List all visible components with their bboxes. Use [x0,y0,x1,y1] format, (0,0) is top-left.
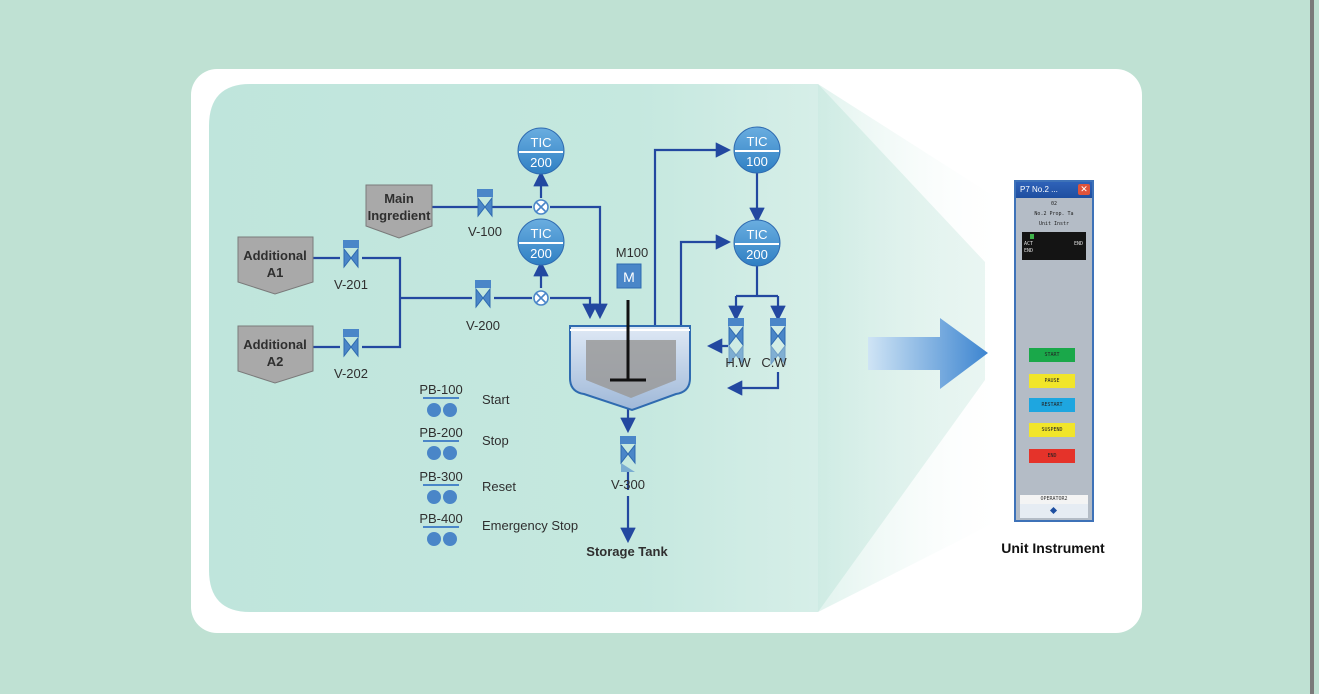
controller-value: 200 [530,246,552,261]
valve-label: V-300 [611,477,645,492]
source-additional-a1: Additional A1 [237,236,314,295]
pushbutton-pb100: PB-100 Start [419,382,510,417]
unit-number: 02 [1050,201,1058,207]
motor-m100: M M100 [616,245,649,289]
unit-instrument-window: P7 No.2 ... ✕ 02 No.2 Prop. Ta Unit Inst… [1014,180,1094,522]
valve-label: H.W [725,355,751,370]
window-title-bar: P7 No.2 ... ✕ [1016,182,1092,198]
unit-instrument-caption: Unit Instrument [1001,540,1105,556]
right-border [1310,0,1314,694]
source-label-line2: A2 [267,354,284,369]
pushbutton-tag: PB-300 [419,469,462,484]
window-title: P7 No.2 ... [1020,185,1058,194]
controller-tic200-right: TIC 200 [733,219,781,267]
source-main-ingredient: Main Ingredient [365,184,433,239]
end-button[interactable]: END [1029,449,1075,463]
storage-tank-label: Storage Tank [586,544,668,559]
valve-v202: V-202 [334,329,368,381]
valve-v100: V-100 [468,189,502,239]
controller-tic200-lower: TIC 200 [517,218,565,266]
controller-label: TIC [531,135,552,150]
suspend-button[interactable]: SUSPEND [1029,423,1075,437]
pushbutton-pb400: PB-400 Emergency Stop [419,511,578,546]
source-label-line1: Additional [243,248,307,263]
reactor-tank [569,300,691,412]
source-label-line1: Main [384,191,414,206]
valve-v200: V-200 [466,280,500,333]
pushbutton-label: Start [482,392,510,407]
panel-footer [1020,504,1088,518]
status-right: END [1073,241,1083,247]
pause-button[interactable]: PAUSE [1029,374,1075,388]
pushbutton-label: Reset [482,479,516,494]
junction-additional [533,290,549,306]
junction-main [533,199,549,215]
restart-button[interactable]: RESTART [1029,398,1075,412]
controller-value: 200 [746,247,768,262]
unit-type: Unit Instr [1038,221,1070,227]
pushbutton-label: Emergency Stop [482,518,578,533]
valve-v300: V-300 [611,436,645,492]
controller-value: 200 [530,155,552,170]
status-left: ACT [1024,241,1034,247]
pushbutton-label: Stop [482,433,509,448]
controller-tic200-upper: TIC 200 [517,127,565,175]
pushbutton-pb300: PB-300 Reset [419,469,516,504]
motor-symbol: M [623,269,635,285]
close-icon[interactable]: ✕ [1078,184,1090,195]
valve-v201: V-201 [334,240,368,292]
source-label-line2: Ingredient [368,208,432,223]
valve-cw: C.W [761,318,787,370]
status-indicator [1030,234,1034,239]
motor-tag: M100 [616,245,649,260]
controller-tic100: TIC 100 [733,126,781,174]
controller-label: TIC [747,134,768,149]
source-additional-a2: Additional A2 [237,325,314,384]
pushbutton-tag: PB-400 [419,511,462,526]
start-button[interactable]: START [1029,348,1075,362]
pushbutton-pb200: PB-200 Stop [419,425,509,460]
valve-label: V-100 [468,224,502,239]
controller-label: TIC [531,226,552,241]
valve-label: C.W [761,355,787,370]
valve-label: V-201 [334,277,368,292]
valve-hw: H.W [725,318,751,370]
diamond-icon[interactable] [1049,506,1058,515]
pushbutton-tag: PB-100 [419,382,462,397]
status-screen: ACT END END [1022,232,1086,260]
valve-label: V-200 [466,318,500,333]
controller-label: TIC [747,227,768,242]
source-label-line2: A1 [267,265,284,280]
controller-value: 100 [746,154,768,169]
transition-arrow [868,318,988,389]
operator-field: OPERATOR2 [1020,495,1088,504]
status-low: END [1024,248,1034,254]
pushbutton-tag: PB-200 [419,425,462,440]
unit-name: No.2 Prop. Ta [1034,211,1074,217]
valve-label: V-202 [334,366,368,381]
source-label-line1: Additional [243,337,307,352]
